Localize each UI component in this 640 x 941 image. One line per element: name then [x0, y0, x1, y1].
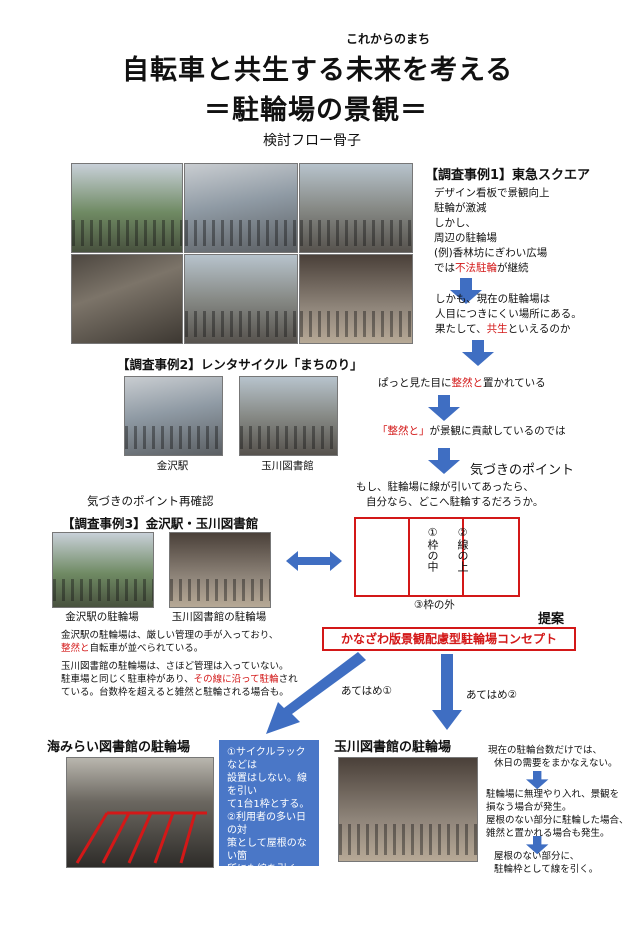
flow-if-text: もし、駐輪場に線が引いてあったら、 自分なら、どこへ駐輪するだろうか。 — [356, 481, 544, 508]
case3-title: 【調査事例3】金沢駅・玉川図書館 — [62, 516, 259, 531]
case3-caption-left: 金沢駅の駐輪場 — [65, 611, 139, 623]
apply2-label: あてはめ② — [466, 689, 517, 701]
tamagawa-notes-2: 駐輪場に無理やり入れ、景観を 損なう場合が発生。 屋根のない部分に駐輪した場合、… — [486, 789, 629, 839]
title-ruby: これからのまち — [346, 32, 431, 46]
apply-arrow-left — [266, 652, 366, 734]
case1-title: 【調査事例1】東急スクエア — [425, 168, 591, 183]
case2-title: 【調査事例2】レンタサイクル「まちのり」 — [117, 357, 363, 372]
tamagawa-title: 玉川図書館の駐輪場 — [334, 740, 452, 755]
flow-arrow-2 — [462, 340, 494, 368]
case1-photo-6 — [299, 254, 413, 344]
case2-photo-right — [239, 376, 338, 456]
apply1-label: あてはめ① — [341, 685, 392, 697]
case1-photo-5 — [184, 254, 298, 344]
case1-text: デザイン看板で景観向上 駐輪が激減 しかし、 周辺の駐輪場 (例)香林坊にぎわい… — [434, 186, 634, 276]
frame-label-on-line: ②線の上 — [456, 526, 469, 572]
parking-frame-diagram — [354, 517, 520, 597]
frame-label-inside: ①枠の中 — [426, 526, 439, 572]
umimirai-photo — [66, 757, 214, 868]
umimirai-lines-drawing — [75, 811, 207, 864]
point-label: 気づきのポイント — [470, 463, 575, 478]
case1-photo-1 — [71, 163, 183, 253]
case1-line: 駐輪が激減 — [434, 202, 487, 214]
page-subtitle: 検討フロー骨子 — [263, 133, 361, 149]
case1-photo-3 — [299, 163, 413, 253]
flow-arrow-1 — [450, 278, 482, 306]
case2-caption-left: 金沢駅 — [156, 460, 189, 472]
case1-photo-4 — [71, 254, 183, 344]
case1-followup: しかも、現在の駐輪場は 人目につきにくい場所にある。 果たして、共生といえるのか — [435, 293, 582, 335]
case1-line: (例)香林坊にぎわい広場 — [434, 247, 548, 259]
case1-line: しかし、 — [434, 217, 476, 229]
concept-box: かなざわ版景観配慮型駐輪場コンセプト — [322, 627, 576, 651]
case1-photo-2 — [184, 163, 298, 253]
tamagawa-notes-1: 現在の駐輪台数だけでは、 休日の需要をまかなえない。 — [488, 745, 618, 769]
case1-line: デザイン看板で景観向上 — [434, 187, 550, 199]
tamagawa-photo — [338, 757, 478, 862]
umimirai-proposal-box: ①サイクルラックなどは 設置はしない。線を引い て1台1枠とする。 ②利用者の多… — [219, 740, 319, 940]
flow-arrow-3 — [428, 395, 460, 423]
flow-arrow-4 — [428, 448, 460, 476]
page-title-line1: 自転車と共生する未来を考える — [122, 55, 514, 86]
case3-recheck: 気づきのポイント再確認 — [87, 494, 214, 508]
proposal-label: 提案 — [538, 612, 565, 627]
case2-caption-right: 玉川図書館 — [261, 460, 314, 472]
case3-photo-right — [169, 532, 271, 608]
case3-paragraph-2: 玉川図書館の駐輪場は、さほど管理は入っていない。 駐車場と同じく駐車枠があり、そ… — [61, 661, 298, 698]
flow-line-neat: ぱっと見た目に整然と置かれている — [378, 377, 546, 389]
tamagawa-arrow-1 — [526, 771, 549, 791]
page-title-line2: ＝駐輪場の景観＝ — [204, 95, 428, 126]
flow-line-contribute: 「整然と」が景観に貢献しているのでは — [377, 425, 566, 437]
umimirai-title: 海みらい図書館の駐輪場 — [47, 740, 191, 755]
double-arrow-icon — [286, 551, 342, 571]
tamagawa-notes-3: 屋根のない部分に、 駐輪枠として線を引く。 — [494, 851, 599, 875]
case1-line: 周辺の駐輪場 — [434, 232, 497, 244]
apply-arrow-down — [432, 654, 462, 730]
case3-photo-left — [52, 532, 154, 608]
tamagawa-arrow-2 — [526, 836, 549, 856]
case2-photo-left — [124, 376, 223, 456]
case3-caption-right: 玉川図書館の駐輪場 — [171, 611, 267, 623]
case1-line-illegal: では不法駐輪が継続 — [434, 262, 529, 274]
frame-label-outside: ③枠の外 — [414, 599, 455, 611]
case3-paragraph-1: 金沢駅の駐輪場は、厳しい管理の手が入っており、 整然と自転車が並べられている。 — [61, 630, 279, 654]
